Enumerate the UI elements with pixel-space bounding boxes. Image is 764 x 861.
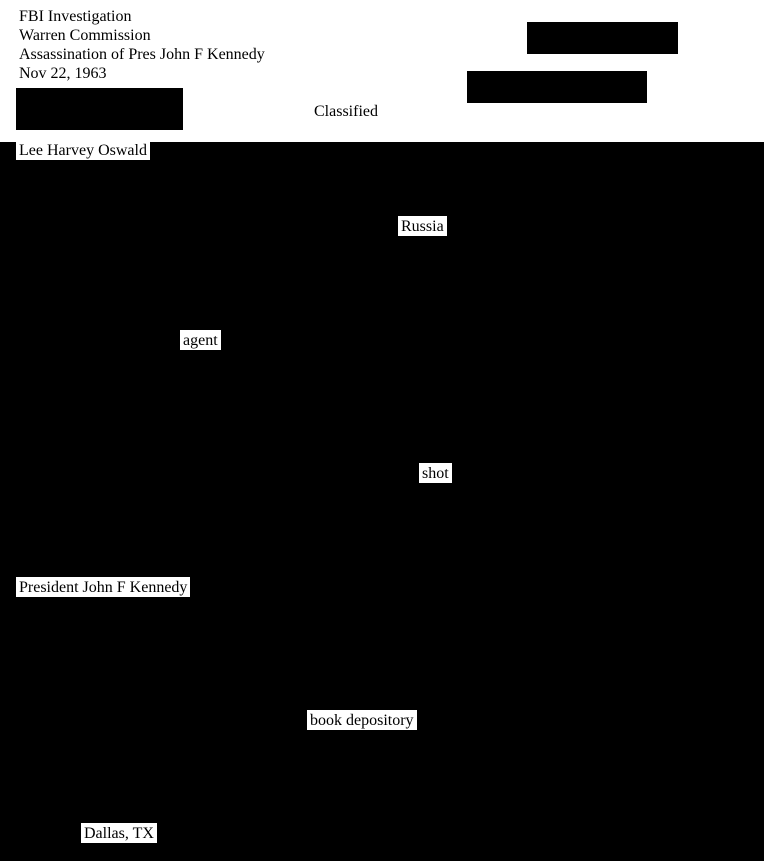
header-line-date: Nov 22, 1963 bbox=[19, 65, 107, 82]
redacted-body-block bbox=[0, 142, 764, 861]
header-line-subject: Assassination of Pres John F Kennedy bbox=[19, 46, 265, 63]
visible-word-president: President John F Kennedy bbox=[16, 577, 191, 597]
document-header: FBI Investigation Warren Commission Assa… bbox=[19, 7, 265, 83]
redaction-bar-left bbox=[16, 88, 183, 130]
visible-word-russia: Russia bbox=[398, 216, 447, 236]
visible-word-agent: agent bbox=[180, 330, 221, 350]
redaction-top-tab bbox=[168, 142, 711, 160]
subject-name: Lee Harvey Oswald bbox=[16, 141, 150, 160]
header-line-agency: FBI Investigation bbox=[19, 8, 132, 25]
visible-word-book-depository: book depository bbox=[307, 710, 417, 730]
visible-word-dallas: Dallas, TX bbox=[81, 823, 157, 843]
redaction-bar-mid-right bbox=[467, 71, 647, 103]
classification-label: Classified bbox=[314, 103, 378, 120]
header-line-commission: Warren Commission bbox=[19, 27, 151, 44]
redaction-bar-top-right bbox=[527, 22, 678, 54]
visible-word-shot: shot bbox=[419, 463, 452, 483]
